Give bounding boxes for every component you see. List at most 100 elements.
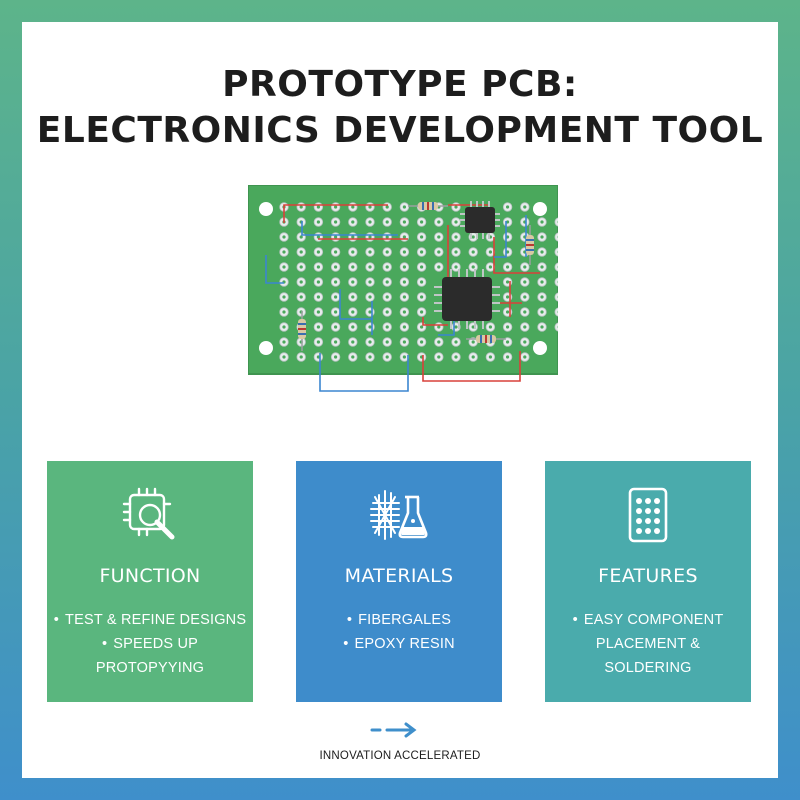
list-item: •EASY COMPONENT PLACEMENT & SOLDERING xyxy=(545,608,751,680)
solder-pad-hole xyxy=(540,235,544,239)
solder-pad-hole xyxy=(299,205,303,209)
solder-pad-hole xyxy=(334,280,338,284)
solder-pad-hole xyxy=(488,250,492,254)
solder-pad-hole xyxy=(334,325,338,329)
solder-pad-hole xyxy=(351,310,355,314)
bullet: • xyxy=(572,612,578,628)
solder-pad-hole xyxy=(402,235,406,239)
list-item: •FIBERGALES xyxy=(296,608,502,632)
grid-dot xyxy=(645,508,651,514)
solder-pad-hole xyxy=(402,325,406,329)
solder-pad-hole xyxy=(506,355,510,359)
resistor xyxy=(526,225,534,265)
solder-pad-hole xyxy=(437,235,441,239)
grid-dot xyxy=(654,498,660,504)
solder-pad-hole xyxy=(506,340,510,344)
solder-pad-hole xyxy=(316,280,320,284)
solder-pad-hole xyxy=(506,280,510,284)
solder-pad-hole xyxy=(385,250,389,254)
solder-pad-hole xyxy=(385,280,389,284)
solder-pad-hole xyxy=(299,235,303,239)
solder-pad-hole xyxy=(540,265,544,269)
solder-pad-hole xyxy=(454,205,458,209)
solder-pad-hole xyxy=(471,235,475,239)
solder-pad-hole xyxy=(368,310,372,314)
solder-pad-hole xyxy=(368,340,372,344)
solder-pad-hole xyxy=(316,250,320,254)
solder-pad-hole xyxy=(334,205,338,209)
solder-pad-hole xyxy=(368,325,372,329)
solder-pad-hole xyxy=(368,220,372,224)
solder-pad-hole xyxy=(351,340,355,344)
solder-pad-hole xyxy=(506,265,510,269)
solder-pad-hole xyxy=(402,355,406,359)
solder-pad-hole xyxy=(282,325,286,329)
solder-pad-hole xyxy=(316,235,320,239)
pcb-board-graphic xyxy=(247,184,564,392)
solder-pad-hole xyxy=(454,355,458,359)
bullet: • xyxy=(343,636,349,652)
solder-pad-hole xyxy=(454,220,458,224)
solder-pad-hole xyxy=(385,205,389,209)
solder-pad-hole xyxy=(540,220,544,224)
solder-pad-hole xyxy=(299,265,303,269)
large-ic-chip xyxy=(434,269,500,329)
solder-pad-hole xyxy=(402,220,406,224)
solder-pad-hole xyxy=(523,340,527,344)
solder-pad-hole xyxy=(540,310,544,314)
dashed-arrow-right-icon xyxy=(370,722,417,738)
solder-pad-hole xyxy=(540,280,544,284)
solder-pad-hole xyxy=(420,280,424,284)
mounting-hole xyxy=(533,341,547,355)
grid-dot xyxy=(636,528,642,534)
solder-pad-hole xyxy=(402,205,406,209)
title-line-1: PROTOTYPE PCB: xyxy=(222,64,578,105)
solder-pad-hole xyxy=(437,355,441,359)
solder-pad-hole xyxy=(351,295,355,299)
solder-pad-hole xyxy=(316,265,320,269)
solder-pad-hole xyxy=(540,250,544,254)
function-panel: FUNCTION •TEST & REFINE DESIGNS •SPEEDS … xyxy=(47,461,253,702)
solder-pad-hole xyxy=(385,235,389,239)
solder-pad-hole xyxy=(299,250,303,254)
resistor xyxy=(298,311,306,351)
solder-pad-hole xyxy=(540,295,544,299)
solder-pad-hole xyxy=(420,310,424,314)
title-line-2: ELECTRONICS DEVELOPMENT TOOL xyxy=(36,110,764,151)
solder-pad-hole xyxy=(334,310,338,314)
solder-pad-hole xyxy=(316,220,320,224)
solder-pad-hole xyxy=(506,295,510,299)
solder-pad-hole xyxy=(282,235,286,239)
solder-pad-hole xyxy=(351,265,355,269)
solder-pad-hole xyxy=(420,340,424,344)
solder-pad-hole xyxy=(282,355,286,359)
solder-pad-hole xyxy=(420,250,424,254)
features-list: •EASY COMPONENT PLACEMENT & SOLDERING xyxy=(545,608,751,680)
dot-grid-icon xyxy=(628,487,668,543)
solder-pad-hole xyxy=(316,205,320,209)
solder-pad-hole xyxy=(385,355,389,359)
bullet: • xyxy=(101,636,108,652)
solder-pad-hole xyxy=(402,280,406,284)
grid-dot xyxy=(645,528,651,534)
solder-pad-grid xyxy=(279,202,564,362)
solder-pad-hole xyxy=(471,265,475,269)
page-title: PROTOTYPE PCB: ELECTRONICS DEVELOPMENT T… xyxy=(22,62,778,154)
bullet: • xyxy=(346,612,353,628)
list-item: •EPOXY RESIN xyxy=(296,632,502,656)
solder-pad-hole xyxy=(334,250,338,254)
small-ic-chip xyxy=(460,201,500,239)
mounting-hole xyxy=(259,341,273,355)
solder-pad-hole xyxy=(334,235,338,239)
solder-pad-hole xyxy=(334,295,338,299)
footer-tagline: INNOVATION ACCELERATED xyxy=(319,750,481,762)
solder-pad-hole xyxy=(420,265,424,269)
solder-pad-hole xyxy=(299,355,303,359)
solder-pad-hole xyxy=(454,250,458,254)
solder-pad-hole xyxy=(351,280,355,284)
solder-pad-hole xyxy=(454,340,458,344)
solder-pad-hole xyxy=(334,220,338,224)
list-item: •SPEEDS UP PROTOPYYING xyxy=(47,632,253,680)
solder-pad-hole xyxy=(420,235,424,239)
solder-pad-hole xyxy=(316,325,320,329)
